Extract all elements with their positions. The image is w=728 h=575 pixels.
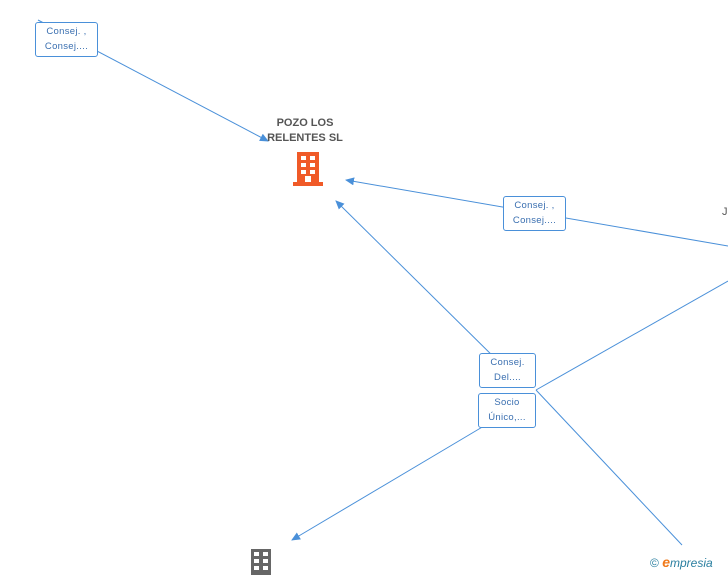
edge-center-bottom-right <box>535 389 683 546</box>
brand-rest: mpresia <box>669 556 713 570</box>
right-node-title-fragment: J <box>722 206 728 218</box>
main-node-title-line1: POZO LOS <box>276 117 334 129</box>
edge-center-to-main <box>335 200 508 371</box>
edge-center-to-bottom <box>291 425 485 541</box>
edge-label-text: Único,... <box>488 412 526 423</box>
edge-right-diagonal <box>535 280 728 391</box>
edge-label-center-upper[interactable]: Consej. Del.... <box>479 353 536 388</box>
edge-label-top-left[interactable]: Consej. , Consej.... <box>35 22 98 57</box>
edge-label-right[interactable]: Consej. , Consej.... <box>503 196 566 231</box>
edge-label-text: Consej. <box>490 357 525 368</box>
building-icon-bottom[interactable] <box>249 549 273 575</box>
empresia-watermark: © empresia <box>650 554 713 570</box>
copyright-symbol: © <box>650 556 659 570</box>
edge-label-text: Consej. , <box>46 26 87 37</box>
brand-e: e <box>662 554 670 570</box>
building-icon[interactable] <box>292 152 324 186</box>
main-node-title-line2: RELENTES SL <box>267 132 343 144</box>
edge-label-text: Consej.... <box>44 41 89 52</box>
edge-label-text: Socio <box>494 397 520 408</box>
edge-label-text: Consej.... <box>512 215 557 226</box>
main-node-title[interactable]: POZO LOS RELENTES SL <box>255 116 355 146</box>
edge-label-center-lower[interactable]: Socio Único,... <box>478 393 536 428</box>
edge-label-text: Consej. , <box>514 200 555 211</box>
edge-label-text: Del.... <box>494 372 521 383</box>
